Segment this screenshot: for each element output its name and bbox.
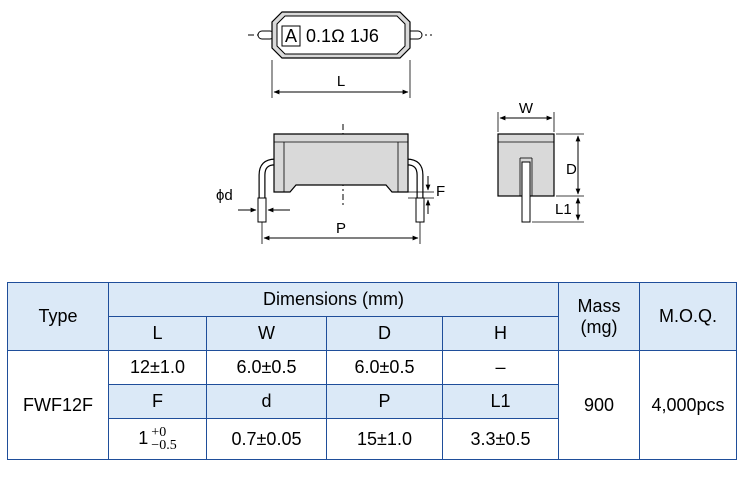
front-lead-right-end: [415, 197, 425, 223]
value-d: 0.7±0.05: [206, 418, 327, 460]
front-view: ϕd F P: [216, 124, 445, 244]
top-view: A 0.1Ω 1J6 L: [248, 11, 432, 98]
value-H: –: [442, 350, 559, 385]
mass-value: 900: [558, 350, 640, 460]
value-F-base: 1: [138, 427, 149, 448]
value-F-tolerance: +0−0.5: [151, 425, 177, 453]
col-header-H: H: [442, 316, 559, 351]
resistor-drawing: A 0.1Ω 1J6 L ϕd F P: [216, 11, 584, 244]
label-L1: L1: [555, 201, 572, 218]
mass-header-line2: (mg): [580, 316, 618, 337]
col-header-P: P: [326, 384, 443, 419]
marking-text: 0.1Ω 1J6: [306, 26, 379, 46]
label-phi-d: ϕd: [216, 187, 233, 204]
value-L: 12±1.0: [108, 350, 207, 385]
label-D: D: [566, 161, 577, 178]
col-header-L: L: [108, 316, 207, 351]
type-value: FWF12F: [7, 350, 109, 460]
col-header-D: D: [326, 316, 443, 351]
mass-header: Mass (mg): [558, 282, 640, 351]
label-L: L: [337, 73, 345, 90]
col-header-L1: L1: [442, 384, 559, 419]
top-view-face: [276, 15, 406, 55]
value-F-plus: +0: [151, 425, 167, 440]
col-header-d: d: [206, 384, 327, 419]
marking-box-letter: A: [285, 26, 297, 46]
front-lead-left-end: [257, 197, 267, 223]
marking-box: [281, 25, 301, 47]
label-P: P: [336, 220, 346, 237]
value-F: 1+0−0.5: [108, 418, 207, 460]
value-P: 15±1.0: [326, 418, 443, 460]
mass-header-line1: Mass: [577, 295, 621, 316]
side-view-lead: [521, 161, 531, 223]
side-view: W D L1: [497, 100, 584, 223]
dimensions-header: Dimensions (mm): [108, 282, 559, 317]
col-header-F: F: [108, 384, 207, 419]
front-view-body: [273, 133, 409, 193]
label-W: W: [519, 100, 534, 117]
moq-value: 4,000pcs: [639, 350, 737, 460]
value-F-minus: −0.5: [151, 438, 177, 453]
type-header: Type: [7, 282, 109, 351]
moq-header: M.O.Q.: [639, 282, 737, 351]
col-header-W: W: [206, 316, 327, 351]
label-F: F: [436, 183, 445, 200]
value-L1: 3.3±0.5: [442, 418, 559, 460]
value-W: 6.0±0.5: [206, 350, 327, 385]
spec-table: Type Dimensions (mm) Mass (mg) M.O.Q. L …: [7, 282, 737, 460]
value-D: 6.0±0.5: [326, 350, 443, 385]
